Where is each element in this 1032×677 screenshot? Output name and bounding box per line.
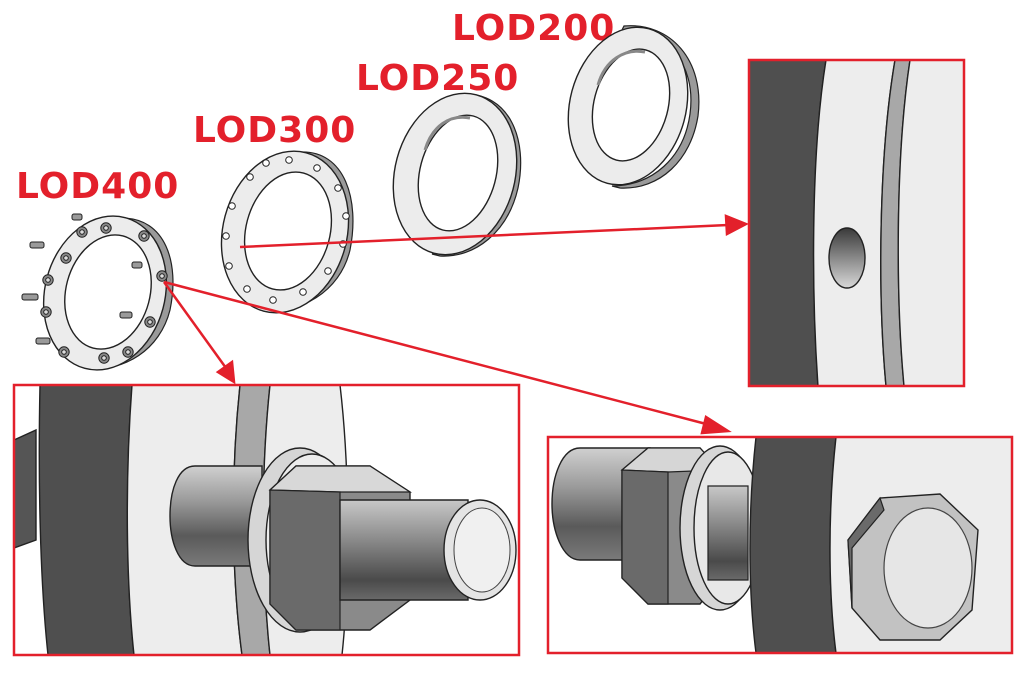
bolt-hole [828, 227, 866, 289]
lod200-label: LOD200 [452, 8, 615, 49]
bolt-shanks [21, 213, 143, 345]
bolt-heads [40, 222, 168, 364]
lod300-ring [220, 150, 354, 314]
lod200-ring [567, 25, 700, 189]
detail-bolt-nut-side [12, 383, 521, 657]
lod250-label: LOD250 [356, 58, 519, 99]
lod400-ring [21, 213, 174, 371]
bolt-holes [222, 156, 350, 304]
detail-hole-closeup [747, 58, 966, 388]
detail-bolt-head-side [546, 435, 1014, 655]
lod400-label: LOD400 [16, 166, 179, 207]
lod250-ring [392, 92, 522, 257]
lod300-label: LOD300 [193, 110, 356, 151]
callout-arrows [162, 214, 749, 435]
